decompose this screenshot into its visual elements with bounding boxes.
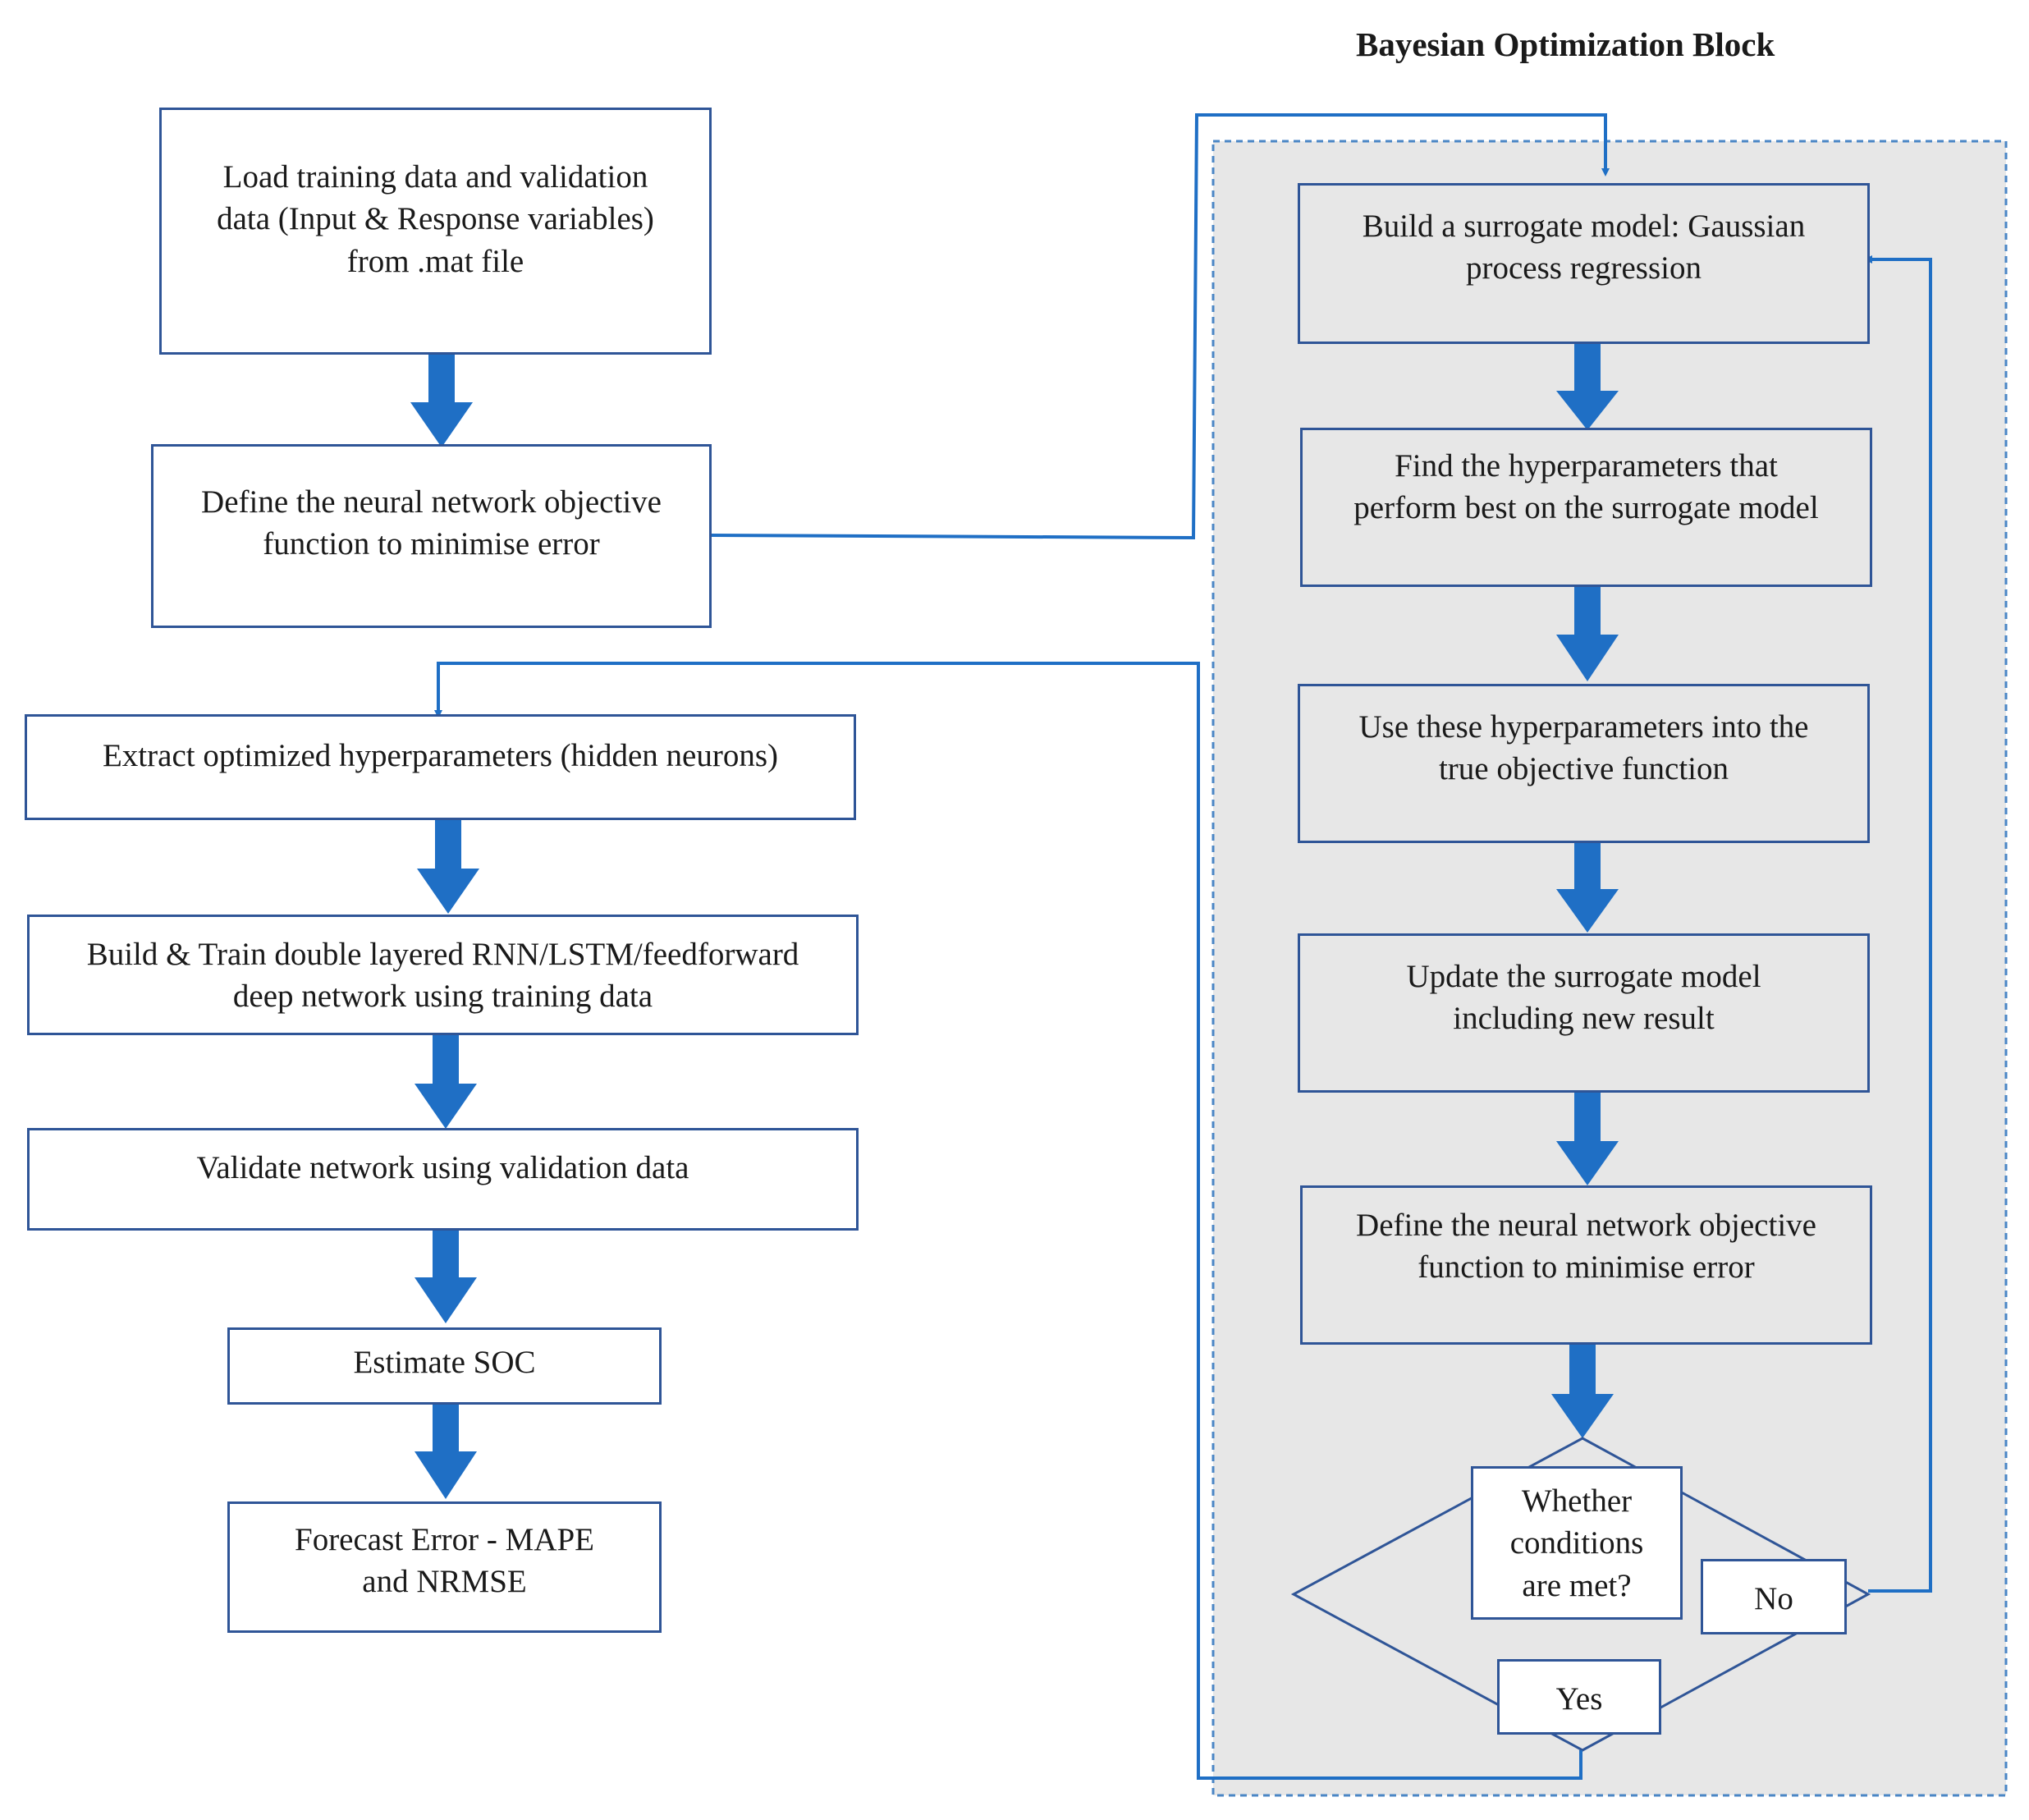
arrow-find-to-use	[1556, 585, 1619, 681]
connector-no-loop	[1864, 255, 1932, 1593]
arrow-estimate-to-forecast	[415, 1404, 477, 1499]
update-surrogate-box: Update the surrogate model including new…	[1298, 933, 1870, 1093]
yes-label-text: Yes	[1555, 1681, 1603, 1717]
decision-question-box: Whether conditions are met?	[1471, 1466, 1683, 1620]
validate-text: Validate network using validation data	[196, 1150, 689, 1185]
define-objective-bo-text: Define the neural network objective func…	[1356, 1208, 1816, 1286]
forecast-error-box: Forecast Error - MAPE and NRMSE	[227, 1501, 662, 1633]
no-label-text: No	[1754, 1581, 1793, 1616]
connector-to-bo-block	[710, 113, 1610, 540]
load-data-text: Load training data and validation data (…	[217, 159, 654, 279]
thin-connectors	[434, 113, 1932, 1780]
forecast-error-text: Forecast Error - MAPE and NRMSE	[295, 1522, 594, 1600]
estimate-soc-box: Estimate SOC	[227, 1327, 662, 1405]
left-arrows	[410, 353, 479, 1499]
define-objective-text: Define the neural network objective func…	[201, 484, 662, 562]
find-hyperparameters-box: Find the hyperparameters that perform be…	[1300, 428, 1872, 587]
define-objective-bo-box: Define the neural network objective func…	[1300, 1185, 1872, 1345]
arrow-define-to-decision	[1551, 1345, 1614, 1438]
validate-box: Validate network using validation data	[27, 1128, 859, 1231]
use-hyperparameters-box: Use these hyperparameters into the true …	[1298, 684, 1870, 843]
extract-hyperparameters-box: Extract optimized hyperparameters (hidde…	[25, 714, 856, 820]
update-surrogate-text: Update the surrogate model including new…	[1406, 959, 1761, 1037]
load-data-box: Load training data and validation data (…	[159, 108, 712, 355]
no-label-box: No	[1701, 1559, 1847, 1634]
arrow-extract-to-build	[417, 819, 479, 914]
arrow-build-to-validate	[415, 1034, 477, 1129]
arrow-validate-to-estimate	[415, 1230, 477, 1323]
decision-question-text: Whether conditions are met?	[1509, 1483, 1644, 1603]
surrogate-model-box: Build a surrogate model: Gaussian proces…	[1298, 183, 1870, 344]
arrow-load-to-define	[410, 353, 473, 447]
find-hyperparameters-text: Find the hyperparameters that perform be…	[1353, 448, 1819, 526]
bo-block-title: Bayesian Optimization Block	[1356, 25, 1775, 63]
define-objective-box: Define the neural network objective func…	[151, 444, 712, 628]
arrow-use-to-update	[1556, 841, 1619, 933]
estimate-soc-text: Estimate SOC	[353, 1345, 536, 1380]
use-hyperparameters-text: Use these hyperparameters into the true …	[1358, 709, 1809, 787]
yes-label-box: Yes	[1497, 1659, 1661, 1735]
arrow-update-to-define	[1556, 1092, 1619, 1185]
build-train-box: Build & Train double layered RNN/LSTM/fe…	[27, 915, 859, 1035]
bo-arrows	[1551, 342, 1619, 1438]
surrogate-model-text: Build a surrogate model: Gaussian proces…	[1362, 209, 1806, 287]
build-train-text: Build & Train double layered RNN/LSTM/fe…	[86, 937, 799, 1015]
connector-yes-to-extract	[434, 662, 1582, 1780]
arrow-surrogate-to-find	[1556, 342, 1619, 430]
extract-hyperparameters-text: Extract optimized hyperparameters (hidde…	[102, 738, 779, 773]
